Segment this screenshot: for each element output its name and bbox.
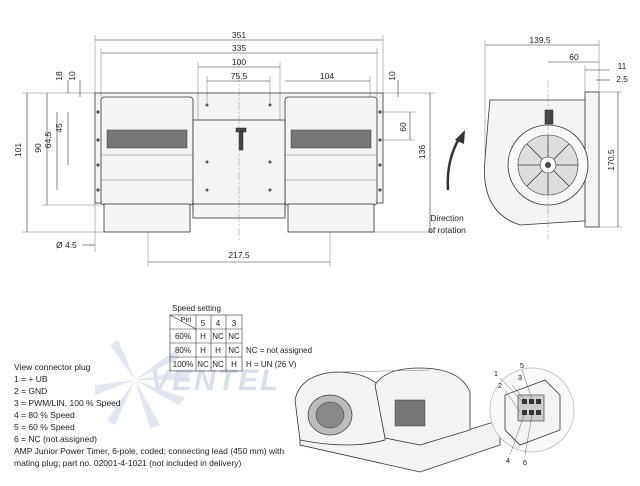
connector-line: 5 = 60 % Speed [14, 422, 75, 432]
dim-10-right: 10 [387, 71, 397, 81]
pin-callout: 1 [494, 369, 498, 378]
dim-diameter: Ø 4.5 [56, 240, 77, 250]
iso-motor [394, 399, 426, 427]
speed-table-pin: 4 [216, 319, 221, 328]
connector-legend: View connector plug 1 = + UB 2 = GND 3 =… [14, 362, 284, 468]
dim-64-5: 64.5 [43, 131, 53, 148]
connector-title: View connector plug [14, 362, 91, 372]
speed-cell: H [231, 360, 237, 369]
speed-cell: NC [197, 360, 209, 369]
speed-table-pin: 3 [232, 319, 237, 328]
front-view [94, 60, 384, 240]
rotation-arrow: Direction of rotation [428, 130, 466, 235]
dim-18: 18 [54, 71, 64, 81]
connector-plug [517, 394, 545, 422]
watermark-text: VENTEL [150, 364, 280, 397]
dim-217-5: 217.5 [228, 250, 250, 260]
speed-table: Speed setting Pin 5 4 3 60% H NC NC 80% … [169, 304, 312, 372]
rotation-label-line1: Direction [430, 213, 464, 223]
dim-11: 11 [618, 61, 627, 71]
dim-2-5: 2.5 [616, 74, 628, 84]
dim-45: 45 [54, 123, 64, 133]
dim-75-5: 75.5 [231, 71, 248, 81]
speed-cell: H [215, 346, 221, 355]
dim-170-5: 170.5 [606, 149, 616, 171]
dim-351: 351 [232, 30, 246, 40]
right-motor-housing [287, 203, 375, 233]
watermark-logo: VENTEL [95, 340, 280, 428]
left-motor-housing [103, 203, 191, 233]
dim-101: 101 [13, 143, 23, 157]
speed-note-h: H = UN (26 V) [246, 360, 297, 369]
pin-callout: 4 [506, 456, 510, 465]
speed-cell: NC [212, 360, 224, 369]
speed-row-label: 100% [173, 360, 193, 369]
dim-60-front: 60 [398, 122, 408, 132]
pin-callout: 2 [498, 381, 502, 390]
connector-line: 6 = NC (not assigned) [14, 434, 97, 444]
speed-row-label: 60% [175, 332, 191, 341]
connector-line: AMP Junior Power Timer, 6-pole, coded; c… [14, 446, 284, 456]
side-dimensions: 139.5 60 11 2.5 170.5 [484, 35, 628, 228]
speed-cell: NC [228, 332, 240, 341]
connector-detail: 1 2 3 4 5 6 [489, 361, 575, 467]
side-view [484, 80, 600, 240]
speed-note-nc: NC = not assigned [246, 346, 312, 355]
pin-callout: 5 [520, 361, 524, 370]
right-impeller [290, 129, 372, 149]
connector-line: mating plug; part no. 02001-4-1021 (not … [14, 458, 241, 468]
dim-136: 136 [417, 145, 427, 159]
isometric-view [294, 367, 501, 473]
connector-line: 2 = GND [14, 386, 47, 396]
front-dimensions: 351 335 100 75.5 104 101 90 64.5 45 18 1… [13, 30, 435, 267]
pin-callout: 3 [518, 373, 522, 382]
speed-cell: H [200, 346, 206, 355]
pin-callout: 6 [523, 458, 527, 467]
rotation-label-line2: of rotation [428, 225, 466, 235]
left-housing [100, 96, 194, 206]
dim-100: 100 [232, 57, 246, 67]
right-housing [284, 96, 378, 206]
speed-row-label: 80% [175, 346, 191, 355]
speed-cell: NC [228, 346, 240, 355]
left-impeller [106, 129, 188, 149]
speed-table-pin-label: Pin [181, 315, 192, 324]
dim-335: 335 [232, 43, 246, 53]
dim-90: 90 [33, 143, 43, 153]
mounting-holes [96, 103, 382, 192]
speed-cell: H [200, 332, 206, 341]
speed-table-title: Speed setting [172, 304, 221, 313]
connector-line: 3 = PWM/LIN, 100 % Speed [14, 398, 121, 408]
dim-104: 104 [320, 71, 334, 81]
dim-139-5: 139.5 [529, 35, 551, 45]
dim-10-left: 10 [67, 71, 77, 81]
connector-line: 1 = + UB [14, 374, 48, 384]
speed-table-pin: 5 [201, 319, 206, 328]
connector-line: 4 = 80 % Speed [14, 410, 75, 420]
dim-60-side: 60 [569, 52, 579, 62]
speed-cell: NC [212, 332, 224, 341]
